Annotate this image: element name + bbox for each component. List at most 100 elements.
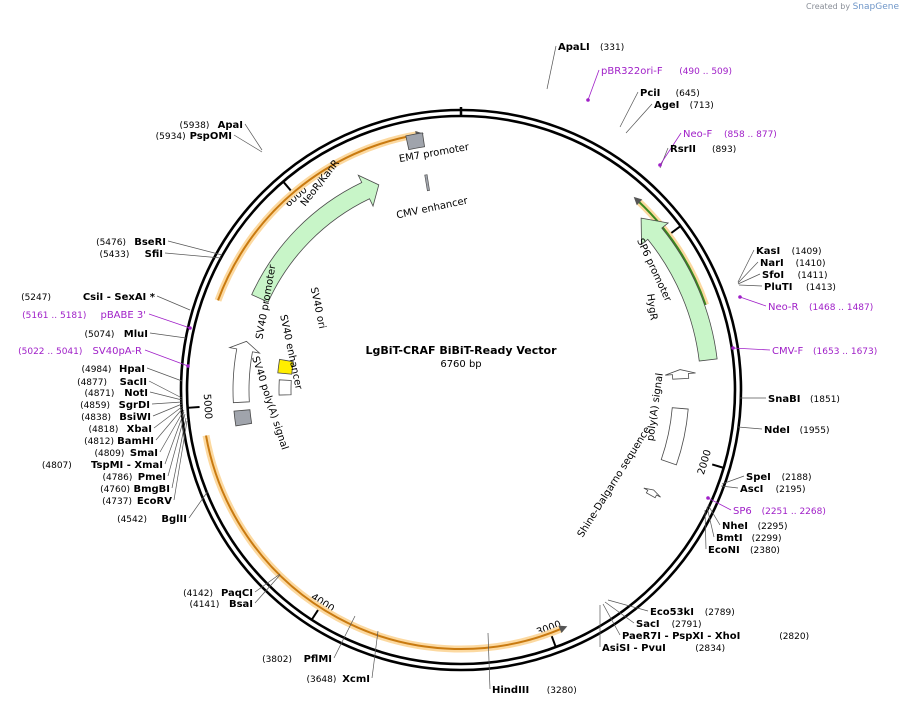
restriction-site-position: (4859) bbox=[80, 401, 110, 411]
restriction-site-name: EcoRV bbox=[137, 496, 172, 507]
site-leader bbox=[167, 413, 186, 477]
site-leader bbox=[737, 426, 763, 430]
restriction-site-name: ApaI bbox=[218, 120, 243, 131]
site-leader bbox=[151, 401, 183, 405]
orf-arrowhead-main bbox=[558, 625, 568, 634]
restriction-site-name: XbaI bbox=[127, 424, 152, 435]
restriction-site-name: KasI bbox=[756, 246, 780, 257]
primer-position: (490 .. 509) bbox=[679, 67, 732, 77]
restriction-site-position: (3280) bbox=[547, 686, 577, 696]
site-leader bbox=[607, 599, 649, 612]
restriction-site-name: BsaI bbox=[229, 599, 253, 610]
feature-sp6-promoter bbox=[643, 487, 661, 499]
restriction-site-name: SfoI bbox=[762, 270, 784, 281]
restriction-site-name: HindIII bbox=[492, 685, 529, 696]
primer-mark bbox=[706, 496, 710, 500]
restriction-site-name: BseRI bbox=[134, 237, 166, 248]
feature-sv40-enhancer bbox=[278, 379, 292, 396]
scale-tick-label: 2000 bbox=[696, 449, 714, 477]
restriction-site-name: PmeI bbox=[138, 472, 166, 483]
restriction-site-position: (3802) bbox=[262, 655, 292, 665]
site-leader bbox=[254, 574, 281, 604]
primer-leader bbox=[732, 347, 771, 351]
restriction-site-name: SpeI bbox=[746, 472, 771, 483]
restriction-site-name: HpaI bbox=[119, 364, 145, 375]
restriction-site-position: (1411) bbox=[798, 271, 828, 281]
restriction-site-name: BmtI bbox=[716, 533, 743, 544]
site-leader bbox=[721, 475, 745, 485]
restriction-site-position: (2188) bbox=[782, 473, 812, 483]
feature-neor-kanr bbox=[640, 217, 718, 362]
primer-name: SV40pA-R bbox=[93, 346, 142, 357]
site-leader bbox=[148, 380, 183, 399]
site-leader bbox=[720, 485, 739, 489]
restriction-site-name: AscI bbox=[740, 484, 763, 495]
scale-tick bbox=[711, 463, 724, 469]
restriction-site-position: (893) bbox=[712, 145, 736, 155]
label-sp6-promoter: Shine-Dalgarno sequence bbox=[576, 425, 653, 540]
feature-hygr bbox=[251, 174, 380, 303]
restriction-site-position: (2299) bbox=[752, 534, 782, 544]
site-leader bbox=[546, 45, 557, 90]
primer-position: (5022 .. 5041) bbox=[18, 347, 82, 357]
restriction-site-name: NotI bbox=[124, 388, 148, 399]
orf-arrowhead-neor bbox=[633, 196, 643, 206]
primer-position: (1653 .. 1673) bbox=[813, 347, 877, 357]
restriction-site-name: SnaBI bbox=[768, 394, 800, 405]
site-leader bbox=[487, 632, 491, 690]
primer-position: (1468 .. 1487) bbox=[809, 303, 873, 313]
plasmid-name: LgBiT-CRAF BiBiT-Ready Vector bbox=[365, 344, 557, 357]
primer-name: Neo-R bbox=[768, 302, 799, 313]
credit-prefix: Created by bbox=[806, 2, 851, 11]
restriction-site-position: (1410) bbox=[796, 259, 826, 269]
restriction-site-name: ApaLI bbox=[558, 42, 590, 53]
restriction-site-position: (5247) bbox=[21, 293, 51, 303]
restriction-site-position: (2791) bbox=[672, 620, 702, 630]
primer-mark bbox=[586, 98, 590, 102]
site-leader bbox=[233, 134, 263, 153]
restriction-site-name: BamHI bbox=[117, 436, 154, 447]
site-leader bbox=[604, 601, 635, 624]
restriction-site-position: (1413) bbox=[806, 283, 836, 293]
restriction-site-name: SfiI bbox=[145, 249, 163, 260]
restriction-site-name: NheI bbox=[722, 521, 748, 532]
primer-leader bbox=[587, 69, 600, 101]
restriction-site-name: AgeI bbox=[654, 100, 679, 111]
site-leader bbox=[244, 123, 263, 151]
site-leader bbox=[619, 91, 639, 128]
primer-mark bbox=[188, 326, 192, 330]
scale-tick bbox=[550, 635, 557, 648]
primer-name: SP6 bbox=[733, 506, 752, 517]
primer-leader bbox=[707, 497, 732, 511]
restriction-site-name: PluTI bbox=[764, 282, 792, 293]
restriction-site-position: (4877) bbox=[77, 378, 107, 388]
restriction-site-name: CsiI - SexAI * bbox=[83, 292, 156, 303]
scale-tick bbox=[282, 180, 292, 192]
scale-tick bbox=[670, 225, 682, 235]
primer-leader bbox=[659, 132, 682, 166]
restriction-site-name: PciI bbox=[640, 88, 660, 99]
primer-position: (5161 .. 5181) bbox=[22, 311, 86, 321]
restriction-site-position: (4984) bbox=[81, 365, 111, 375]
primer-name: Neo-F bbox=[683, 129, 713, 140]
site-leader bbox=[704, 509, 707, 550]
feature-cmv-enhancer bbox=[660, 407, 689, 466]
restriction-site-name: Eco53kI bbox=[650, 607, 694, 618]
site-leader bbox=[738, 284, 763, 287]
feature-polya-signal bbox=[405, 132, 426, 151]
primer-mark bbox=[738, 295, 742, 299]
restriction-site-position: (2789) bbox=[705, 608, 735, 618]
site-leader bbox=[706, 506, 715, 538]
feature-sv40-promoter bbox=[228, 340, 261, 404]
restriction-site-name: NdeI bbox=[764, 425, 790, 436]
site-leader bbox=[254, 573, 281, 593]
site-leader bbox=[149, 391, 183, 401]
restriction-site-name: PflMI bbox=[304, 654, 332, 665]
restriction-site-position: (5934) bbox=[156, 132, 186, 142]
site-leader bbox=[171, 417, 187, 489]
restriction-site-position: (5433) bbox=[99, 250, 129, 260]
site-leader bbox=[737, 273, 761, 285]
site-leader bbox=[146, 367, 183, 382]
restriction-site-position: (4786) bbox=[102, 473, 132, 483]
